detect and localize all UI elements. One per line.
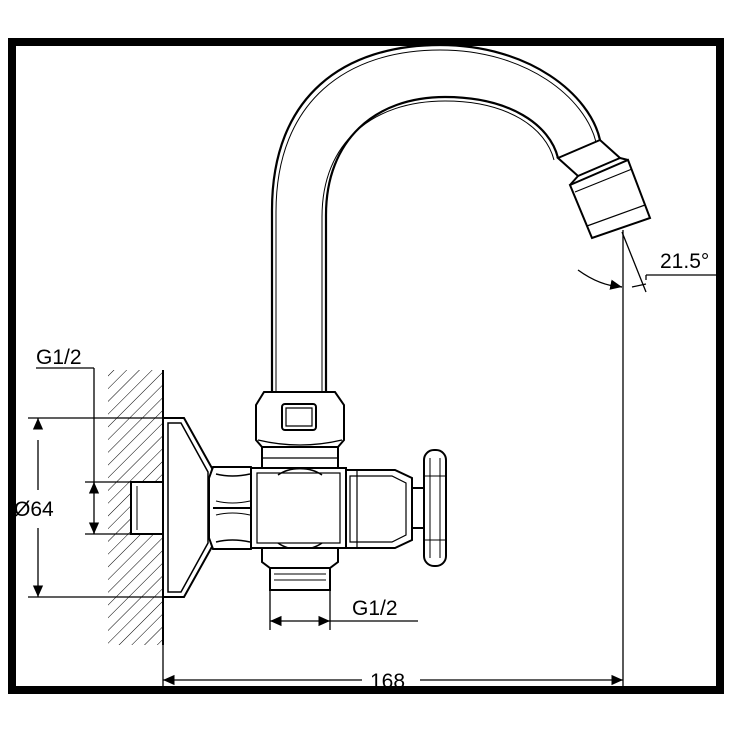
dim-thread-bottom bbox=[269, 590, 418, 630]
spout-collar bbox=[255, 391, 345, 469]
dim-angle bbox=[577, 231, 720, 293]
diameter-label: Ø64 bbox=[14, 498, 54, 521]
angle-label: 21.5° bbox=[660, 250, 709, 273]
bottom-outlet bbox=[261, 547, 339, 591]
wall-flange bbox=[130, 417, 214, 598]
spout bbox=[270, 43, 602, 392]
aerator bbox=[556, 138, 652, 240]
hex-nut bbox=[208, 466, 256, 550]
valve-handle bbox=[345, 449, 447, 567]
dim-thread-top bbox=[36, 367, 131, 535]
dim-diameter bbox=[28, 417, 163, 598]
flange-body bbox=[162, 417, 214, 598]
valve-body bbox=[250, 467, 347, 551]
wall-inlet-pipe bbox=[130, 481, 164, 535]
width-label: 168 bbox=[370, 670, 405, 693]
thread-bottom-label: G1/2 bbox=[352, 597, 398, 620]
dim-width bbox=[162, 230, 624, 690]
thread-top-label: G1/2 bbox=[36, 346, 82, 369]
